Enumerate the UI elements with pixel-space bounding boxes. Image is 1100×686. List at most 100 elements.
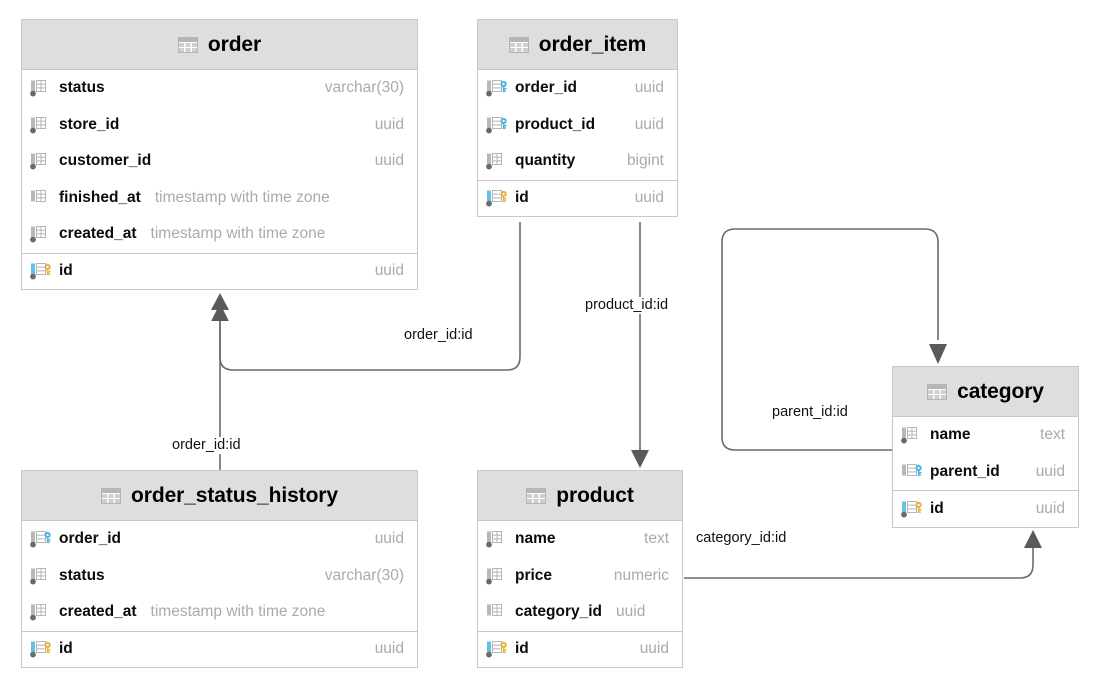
column-icon [30, 80, 46, 97]
field-name: price [515, 566, 553, 584]
field-row-order_id[interactable]: order_id uuid [478, 70, 677, 107]
foreign-key-icon [30, 531, 51, 548]
arrowhead-into-category-id [1024, 530, 1042, 548]
field-type: uuid [374, 530, 404, 548]
entity-title: order_status_history [131, 483, 338, 507]
column-icon [901, 427, 917, 444]
column-icon [487, 604, 502, 617]
arrowhead-into-category-top [929, 344, 947, 364]
edge-label-order-status-history-order: order_id:id [170, 437, 243, 454]
primary-key-icon [30, 263, 51, 280]
field-type: timestamp with time zone [150, 225, 326, 243]
field-row-customer_id[interactable]: customer_id uuid [22, 143, 417, 180]
column-icon [30, 116, 46, 134]
column-icon [30, 567, 46, 585]
field-type: uuid [634, 189, 664, 207]
entity-header-order_item[interactable]: order_item [478, 20, 677, 70]
field-type: uuid [634, 115, 664, 133]
primary-key-icon [30, 641, 51, 658]
field-row-order_id[interactable]: order_id uuid [22, 521, 417, 558]
entity-title: order_item [538, 32, 647, 56]
field-name: id [59, 640, 73, 658]
foreign-key-icon [902, 463, 922, 476]
field-row-product_id[interactable]: product_id uuid [478, 107, 677, 144]
field-row-id[interactable]: id uuid [893, 490, 1078, 527]
column-icon [486, 567, 502, 585]
field-type: uuid [374, 640, 404, 658]
field-name: name [930, 426, 971, 444]
table-icon [101, 487, 122, 504]
primary-key-icon [486, 641, 507, 658]
edge-label-category-self: parent_id:id [770, 404, 850, 421]
edge-product-to-category [684, 548, 1034, 579]
field-row-parent_id[interactable]: parent_id uuid [893, 454, 1078, 491]
field-row-status[interactable]: status varchar(30) [22, 70, 417, 107]
field-type: uuid [1035, 499, 1065, 517]
field-type: uuid [1035, 462, 1065, 480]
field-name: order_id [59, 530, 122, 548]
field-row-name[interactable]: name text [478, 521, 682, 558]
field-name: category_id [515, 603, 603, 621]
field-name: id [930, 499, 944, 517]
primary-key-icon [901, 500, 922, 518]
column-icon [30, 153, 46, 170]
field-type: timestamp with time zone [154, 188, 330, 206]
foreign-key-icon [486, 116, 507, 134]
field-row-id[interactable]: id uuid [22, 630, 417, 668]
field-name: parent_id [930, 462, 1000, 480]
entity-title: category [957, 379, 1044, 403]
field-name: id [515, 189, 529, 207]
field-type: uuid [374, 115, 404, 133]
arrowhead-into-order [211, 293, 229, 310]
field-name: product_id [515, 115, 596, 133]
field-type: uuid [374, 152, 404, 170]
edge-label-order-item-order: order_id:id [402, 327, 475, 344]
field-row-id[interactable]: id uuid [478, 179, 677, 217]
field-type: varchar(30) [324, 79, 404, 97]
field-name: order_id [515, 79, 578, 97]
entity-title: product [556, 483, 634, 507]
field-name: id [515, 640, 529, 658]
table-icon [177, 36, 198, 53]
edge-label-order-item-product: product_id:id [583, 297, 671, 314]
field-name: customer_id [59, 152, 152, 170]
entity-header-category[interactable]: category [893, 367, 1078, 417]
field-name: id [59, 262, 73, 280]
edge-label-product-category: category_id:id [694, 530, 789, 547]
table-icon [508, 36, 529, 53]
field-row-price[interactable]: price numeric [478, 558, 682, 595]
field-type: uuid [634, 79, 664, 97]
field-type: bigint [626, 152, 664, 170]
field-name: name [515, 530, 556, 548]
column-icon [31, 189, 46, 202]
table-icon [526, 487, 547, 504]
table-icon [927, 383, 948, 400]
entity-header-product[interactable]: product [478, 471, 682, 521]
field-type: uuid [374, 262, 404, 280]
foreign-key-icon [486, 80, 507, 97]
arrowhead-into-product [631, 450, 649, 468]
field-row-id[interactable]: id uuid [22, 252, 417, 290]
field-name: status [59, 566, 105, 584]
entity-title: order [207, 32, 262, 56]
entity-header-order_status_history[interactable]: order_status_history [22, 471, 417, 521]
field-type: numeric [613, 566, 669, 584]
column-icon [30, 604, 46, 621]
field-name: status [59, 79, 105, 97]
field-type: text [644, 530, 669, 548]
entity-header-order[interactable]: order [22, 20, 417, 70]
